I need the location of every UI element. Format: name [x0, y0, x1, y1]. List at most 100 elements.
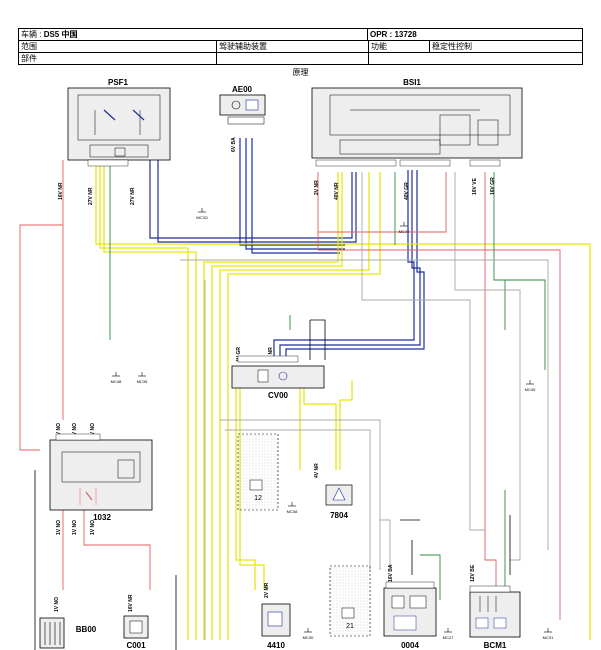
red-wire: [317, 232, 561, 620]
header-table: 车辆 : DS5 中国 OPR : 13728 范围 驾驶辅助装置 功能 稳定性…: [18, 28, 583, 65]
ae00-label: AE00: [232, 85, 253, 94]
wire-label: 27V NR: [88, 187, 94, 205]
wire-label: 16V NR: [128, 594, 134, 612]
red-wire: [317, 172, 447, 233]
green-wire: [493, 172, 506, 330]
green-wires: [109, 160, 546, 600]
wire-label: 2V MR: [264, 582, 270, 598]
c4410-label: 4410: [267, 641, 285, 650]
yellow-wire: [303, 380, 337, 470]
vehicle-label: 车辆 :: [21, 30, 42, 39]
wire-label: 1V NO: [90, 520, 96, 535]
blue-wire: [251, 138, 340, 254]
c0004-internal: [391, 595, 427, 631]
wire-label: 16V GR: [490, 177, 496, 195]
wire-label: 1V NO: [72, 520, 78, 535]
cv00-label: CV00: [268, 391, 289, 400]
ae00-car-icon: [245, 99, 259, 111]
c4410-sensor-icon: [267, 611, 283, 627]
bb00-cells: [44, 622, 61, 645]
psf1-internal: [77, 94, 161, 158]
ground-icon: [288, 502, 296, 507]
yellow-wire: [95, 160, 591, 640]
green-wire: [420, 554, 441, 600]
blue-wire: [157, 160, 357, 243]
ground-icon: [112, 372, 120, 377]
vehicle-value: DS5 中国: [43, 30, 78, 39]
ground-label: MC48: [111, 379, 122, 384]
yellow-wire: [219, 172, 370, 640]
c12-dotted-box: [237, 433, 279, 511]
bsi1-internal: [329, 94, 511, 155]
wire-label: 4V NR: [314, 463, 320, 478]
gray-wires: [180, 172, 549, 640]
gray-wire: [380, 519, 391, 570]
bb00-label: BB00: [76, 625, 97, 634]
wire-label: 1V NO: [90, 423, 96, 438]
wire-label: 27V NR: [130, 187, 136, 205]
c001-port: [129, 620, 143, 634]
scope-label: 范围: [19, 41, 217, 52]
ground-symbols: [112, 208, 552, 633]
yellow-wires: [95, 160, 591, 640]
ae00-connector-icon: [231, 100, 241, 110]
wire-label: 2V NR: [314, 180, 320, 195]
wire-label: 6V BA: [231, 137, 237, 152]
ground-icon: [198, 208, 206, 213]
c7804-warning-icon: [332, 487, 346, 501]
c1032-label: 1032: [93, 513, 111, 522]
bb00-box: [39, 617, 65, 649]
ground-label: MC08: [287, 509, 298, 514]
wire-label: 16V NR: [58, 182, 64, 200]
blue-wire: [239, 138, 345, 246]
red-wires: [19, 160, 561, 620]
cv00-steering-icon: [278, 371, 288, 381]
ae00-pins: [227, 116, 265, 125]
wire-label: 8V NR: [268, 347, 274, 362]
ground-label: MC31: [543, 635, 554, 640]
cv00-slot: [257, 369, 269, 383]
ground-label: MC30: [303, 635, 314, 640]
function-value: 稳定性控制: [432, 42, 472, 51]
black-wires: [34, 319, 511, 650]
blue-wire: [149, 160, 353, 239]
wire-label: 40V NR: [334, 182, 340, 200]
ground-label: MC27: [443, 635, 454, 640]
bcm1-label: BCM1: [484, 641, 507, 650]
ground-label: MC45: [525, 387, 536, 392]
c1032-internal: [61, 451, 141, 505]
ground-icon: [526, 380, 534, 385]
ground-label: MC40: [399, 229, 410, 234]
red-wire: [19, 224, 63, 451]
yellow-wire: [211, 172, 343, 640]
ground-icon: [544, 628, 552, 633]
bsi1-label: BSI1: [403, 78, 421, 87]
wire-labels: 16V NR 27V NR 27V NR 6V BA 2V NR 40V NR …: [54, 137, 496, 612]
wire-label: 1V NO: [54, 597, 60, 612]
wire-label: 16V VE: [472, 177, 478, 195]
bcm1-box: [469, 591, 521, 638]
vehicle-cell: 车辆 : DS5 中国: [19, 29, 368, 40]
gray-wire: [180, 259, 549, 550]
ground-label: MC3O: [196, 215, 208, 220]
yellow-wire: [227, 172, 381, 640]
ground-labels: MC3O MC40 MC48 MC35 MC45 MC08 MC27 MC31 …: [111, 215, 554, 640]
parts-value-empty: [217, 53, 369, 64]
wire-label: 1V NO: [56, 423, 62, 438]
wire-label: 16V BA: [388, 564, 394, 582]
parts-label: 部件: [19, 53, 217, 64]
ground-icon: [400, 222, 408, 227]
black-wire: [310, 319, 326, 360]
c21-label: 21: [346, 623, 354, 630]
green-wire: [505, 279, 546, 370]
c0004-label: 0004: [401, 641, 419, 650]
scope-value: 驾驶辅助装置: [217, 41, 369, 52]
c12-icon: [249, 479, 263, 491]
yellow-wire: [339, 380, 353, 470]
bcm1-internal: [475, 596, 507, 629]
ground-icon: [304, 628, 312, 633]
wire-label: 1V NO: [56, 520, 62, 535]
c001-label: C001: [126, 641, 146, 650]
c21-icon: [341, 607, 355, 619]
